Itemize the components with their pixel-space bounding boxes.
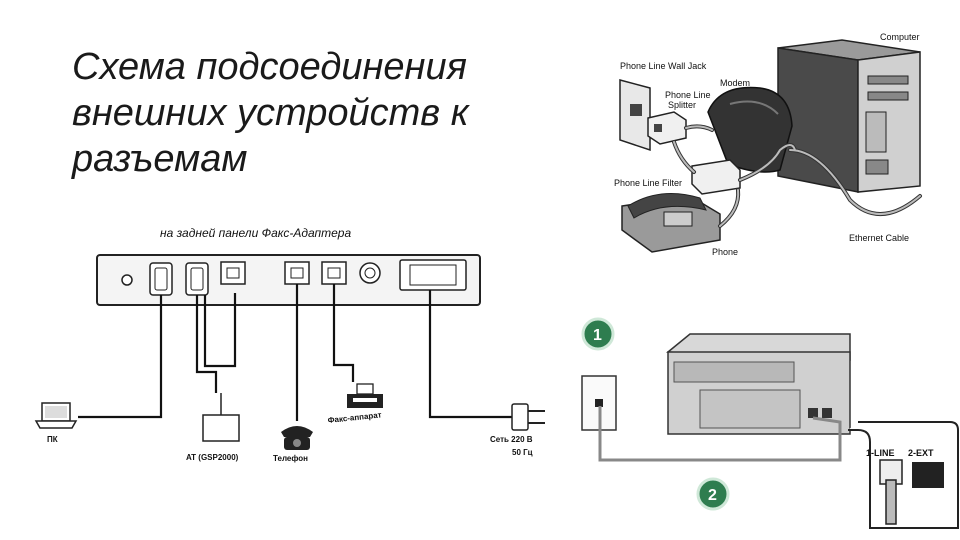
- phone-port-icon: [284, 261, 310, 285]
- port-2-label: 2-EXT: [908, 448, 934, 458]
- title-line-2: внешних устройств к: [72, 92, 469, 134]
- filter-label: Phone Line Filter: [614, 178, 682, 188]
- port-1-label: 1-LINE: [866, 448, 895, 458]
- splitter-label-1: Phone Line: [665, 90, 711, 100]
- pc-laptop-icon: [34, 402, 78, 429]
- reset-button-icon: [121, 274, 133, 286]
- line-filter-icon: [691, 159, 741, 195]
- power-plug-icon: [511, 403, 545, 431]
- desk-phone-icon: [621, 193, 721, 253]
- telephone-label: Телефон: [273, 454, 308, 463]
- printer-diagram: 1 2 1-LINE: [581, 317, 959, 529]
- badge-2: 2: [696, 477, 730, 511]
- modem-label: Modem: [720, 78, 750, 88]
- fax-adapter-cables: [78, 284, 512, 421]
- fax-machine-icon: [347, 383, 383, 408]
- printer-cable: [598, 406, 842, 462]
- title-line-3: разъемам: [72, 138, 248, 180]
- fax-label: Факс-аппарат: [327, 410, 382, 425]
- modem-icon: [707, 86, 793, 173]
- wall-jack-icon: [619, 79, 651, 152]
- fax-port-icon: [321, 261, 347, 285]
- at-device-icon: [202, 393, 240, 442]
- pc-label: ПК: [47, 435, 58, 444]
- phone-line-diagram: Computer Phone Line Wall Jack Phone Line…: [614, 32, 922, 257]
- fax-adapter-diagram: ПК AT (GSP2000) Телефон Факс-аппарат Сет…: [34, 254, 545, 463]
- line-port-icon: [220, 261, 246, 285]
- computer-label: Computer: [880, 32, 920, 42]
- phone-label: Phone: [712, 247, 738, 257]
- fax-adapter-caption: на задней панели Факс-Адаптера: [160, 226, 352, 240]
- splitter-label-2: Splitter: [668, 100, 696, 110]
- slide-title: Схема подсоединения внешних устройств к …: [72, 44, 532, 182]
- power-label-1: Сеть 220 В: [490, 435, 533, 444]
- computer-tower-icon: [777, 39, 921, 193]
- power-dc-port-icon: [359, 262, 381, 284]
- splitter-icon: [647, 111, 687, 145]
- at-label: AT (GSP2000): [186, 453, 239, 462]
- title-line-1: Схема подсоединения: [72, 46, 467, 88]
- telephone-icon: [281, 426, 313, 450]
- power-label-2: 50 Гц: [512, 448, 533, 457]
- ethernet-label: Ethernet Cable: [849, 233, 909, 243]
- port-zoom-box: [848, 421, 959, 529]
- power-socket-icon: [399, 259, 467, 291]
- wall-jack-label: Phone Line Wall Jack: [620, 61, 707, 71]
- badge-1: 1: [581, 317, 615, 351]
- badge-2-text: 2: [708, 487, 717, 504]
- badge-1-text: 1: [593, 327, 602, 344]
